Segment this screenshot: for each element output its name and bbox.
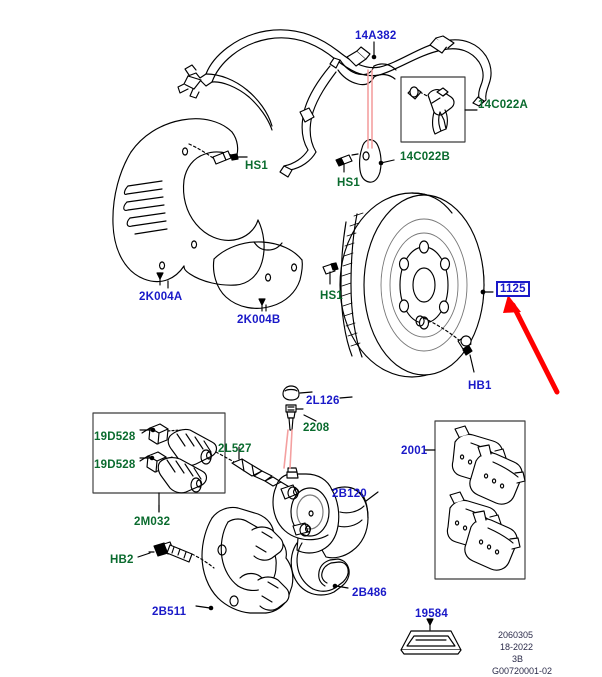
label-2B511[interactable]: 2B511: [152, 606, 187, 618]
brake-pad-kit-2001-artwork: [423, 420, 526, 580]
label-14C022A[interactable]: 14C022A: [478, 99, 528, 111]
wear-indicator-19584-artwork: [400, 618, 462, 655]
label-2208[interactable]: 2208: [303, 422, 330, 434]
bolt-hs1-low-artwork: [322, 262, 339, 285]
sensor-guide-lines: [367, 69, 373, 149]
label-19584[interactable]: 19584: [415, 608, 448, 620]
brake-disc-1125-artwork: [339, 192, 494, 378]
bracket-14C022A-inset-artwork: [400, 76, 478, 143]
label-19D528-a[interactable]: 19D528: [94, 431, 136, 443]
label-2L126[interactable]: 2L126: [306, 395, 340, 407]
bleed-screw-2208-artwork: [285, 404, 304, 431]
label-2K004B[interactable]: 2K004B: [237, 314, 281, 326]
bleed-cap-2L126-artwork: [282, 385, 313, 401]
highlighted-part-label-1125[interactable]: 1125: [496, 281, 530, 297]
label-19D528-b[interactable]: 19D528: [94, 459, 136, 471]
caliper-2B120-artwork: [272, 467, 379, 559]
label-hb1[interactable]: HB1: [468, 380, 492, 392]
bolt-hb2-artwork: [148, 541, 215, 569]
label-2B486[interactable]: 2B486: [352, 587, 387, 599]
label-2K004A[interactable]: 2K004A: [139, 291, 183, 303]
label-2001[interactable]: 2001: [401, 445, 428, 457]
footer-code-1: 2060305: [498, 630, 534, 640]
abs-sensor-harness-artwork: [177, 29, 492, 178]
slide-pin-kit-2M032-artwork: [92, 412, 237, 513]
bolt-hb1-artwork: [457, 335, 475, 373]
label-hs1-low[interactable]: HS1: [320, 290, 343, 302]
bolt-hs1-top-artwork: [335, 153, 359, 173]
label-hb2[interactable]: HB2: [110, 554, 134, 566]
brake-shield-2K004B-artwork: [212, 241, 303, 312]
label-2L527[interactable]: 2L527: [218, 443, 252, 455]
label-14C022B[interactable]: 14C022B: [400, 151, 450, 163]
label-hs1-top[interactable]: HS1: [337, 177, 360, 189]
footer-code-2: 18-2022: [500, 642, 534, 652]
bolt-hs1-mid-artwork: [188, 143, 248, 165]
footer-code-3: 3B: [512, 654, 524, 664]
red-highlight-arrow: [510, 302, 560, 395]
brake-shield-2K004A-artwork: [112, 118, 265, 286]
footer-code-4: G00720001-02: [492, 666, 553, 676]
label-hs1-mid[interactable]: HS1: [245, 160, 268, 172]
caliper-bracket-2B511-artwork: [195, 506, 294, 614]
bleed-guide-lines: [283, 429, 293, 469]
label-leader-lines: [137, 41, 377, 558]
red-arrow-head: [503, 295, 521, 313]
label-2M032[interactable]: 2M032: [134, 516, 171, 528]
label-14A382[interactable]: 14A382: [355, 30, 397, 42]
bracket-14C022B-artwork: [359, 139, 395, 183]
guide-pin-2L527-artwork: [231, 446, 292, 489]
label-2B120[interactable]: 2B120: [332, 488, 367, 500]
